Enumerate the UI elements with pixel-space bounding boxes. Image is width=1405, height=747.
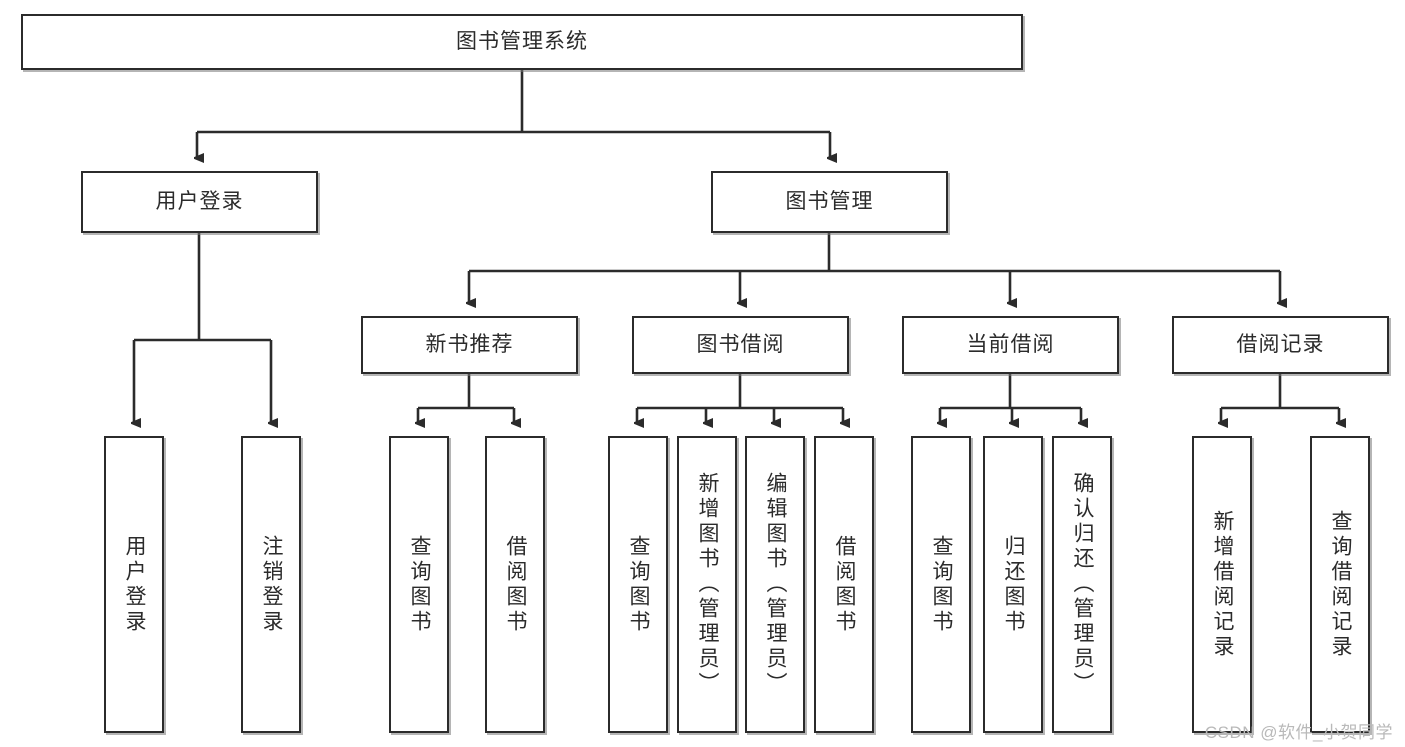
node-leaf-cb-query-book[interactable]: 查询图书 [911, 436, 971, 733]
node-leaf-br-add-record[interactable]: 新增借阅记录 [1192, 436, 1252, 733]
node-book-borrow[interactable]: 图书借阅 [632, 316, 849, 374]
node-leaf-br-query-record[interactable]: 查询借阅记录 [1310, 436, 1370, 733]
node-book-manage[interactable]: 图书管理 [711, 171, 948, 233]
node-leaf-bb-query-book-label: 查询图书 [627, 534, 651, 635]
csdn-watermark: CSDN @软件_小贺同学 [1204, 723, 1393, 742]
node-book-borrow-label: 图书借阅 [696, 333, 785, 357]
node-leaf-rec-borrow-book-label: 借阅图书 [504, 534, 528, 635]
node-leaf-cb-query-book-label: 查询图书 [930, 534, 954, 635]
node-user-login[interactable]: 用户登录 [81, 171, 318, 233]
node-book-manage-label: 图书管理 [785, 190, 874, 214]
node-leaf-br-query-record-label: 查询借阅记录 [1329, 509, 1353, 660]
node-current-borrow-label: 当前借阅 [966, 333, 1055, 357]
node-leaf-cb-return-book-label: 归还图书 [1002, 534, 1026, 635]
node-new-book-recommend[interactable]: 新书推荐 [361, 316, 578, 374]
node-leaf-bb-query-book[interactable]: 查询图书 [608, 436, 668, 733]
node-current-borrow[interactable]: 当前借阅 [902, 316, 1119, 374]
node-borrow-record[interactable]: 借阅记录 [1172, 316, 1389, 374]
node-leaf-rec-query-book[interactable]: 查询图书 [389, 436, 449, 733]
node-leaf-rec-borrow-book[interactable]: 借阅图书 [485, 436, 545, 733]
node-root[interactable]: 图书管理系统 [21, 14, 1023, 70]
node-leaf-user-login[interactable]: 用户登录 [104, 436, 164, 733]
node-leaf-user-logout-label: 注销登录 [260, 534, 284, 635]
node-leaf-user-login-label: 用户登录 [123, 534, 147, 635]
node-leaf-user-logout[interactable]: 注销登录 [241, 436, 301, 733]
node-new-book-recommend-label: 新书推荐 [425, 333, 514, 357]
node-leaf-cb-confirm-return-label: 确认归还（管理员） [1071, 472, 1095, 697]
node-leaf-cb-confirm-return[interactable]: 确认归还（管理员） [1052, 436, 1112, 733]
node-leaf-bb-add-book[interactable]: 新增图书（管理员） [677, 436, 737, 733]
node-borrow-record-label: 借阅记录 [1236, 333, 1325, 357]
node-leaf-br-add-record-label: 新增借阅记录 [1211, 509, 1235, 660]
node-leaf-bb-edit-book[interactable]: 编辑图书（管理员） [745, 436, 805, 733]
node-user-login-label: 用户登录 [155, 190, 244, 214]
node-root-label: 图书管理系统 [456, 30, 588, 54]
node-leaf-bb-borrow-book-label: 借阅图书 [833, 534, 857, 635]
node-leaf-bb-add-book-label: 新增图书（管理员） [696, 472, 720, 697]
node-leaf-rec-query-book-label: 查询图书 [408, 534, 432, 635]
node-leaf-bb-borrow-book[interactable]: 借阅图书 [814, 436, 874, 733]
node-leaf-cb-return-book[interactable]: 归还图书 [983, 436, 1043, 733]
node-leaf-bb-edit-book-label: 编辑图书（管理员） [764, 472, 788, 697]
